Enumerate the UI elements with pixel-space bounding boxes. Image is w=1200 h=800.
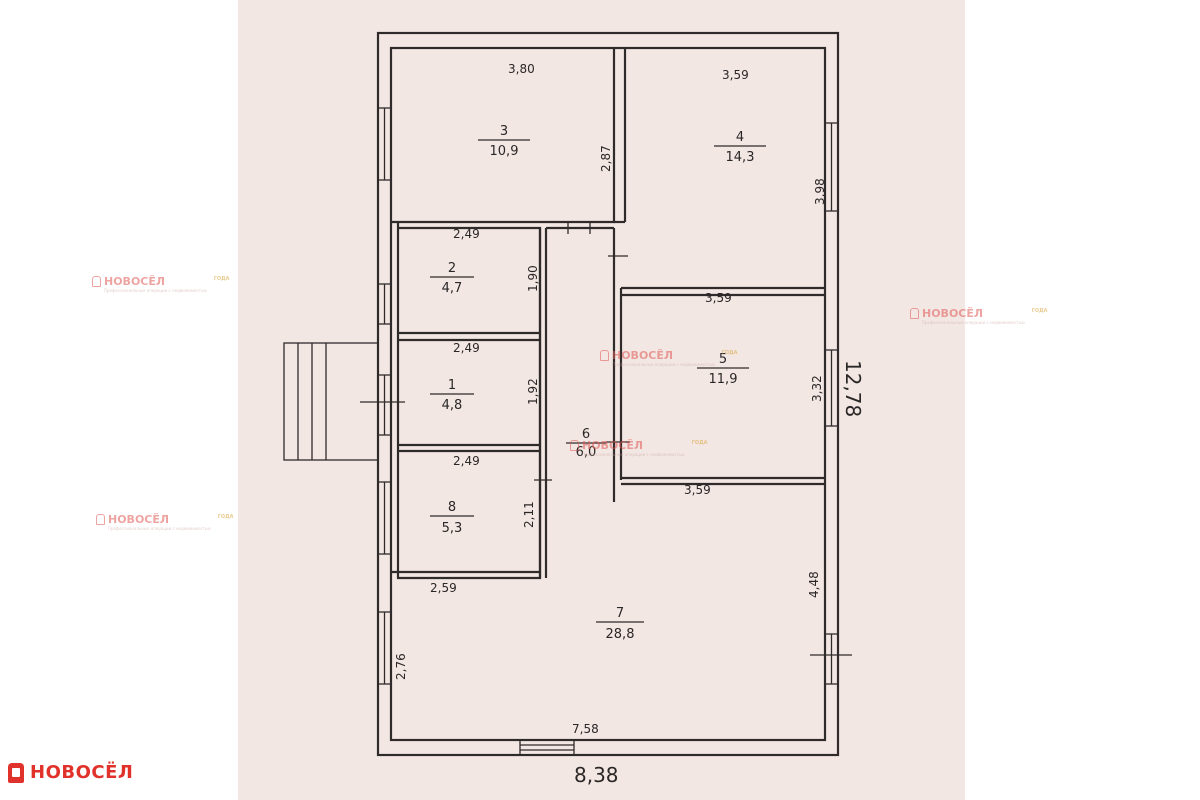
svg-text:4: 4 — [736, 130, 744, 145]
interior-walls — [391, 48, 825, 580]
svg-text:4,7: 4,7 — [442, 281, 463, 296]
dim-room7-width-top-right: 3,59 — [684, 483, 711, 497]
dim-room1-depth: 1,92 — [526, 378, 540, 405]
dim-room1-width: 2,49 — [453, 341, 480, 355]
house-icon — [910, 308, 919, 319]
svg-text:6: 6 — [582, 427, 590, 442]
room-6-label: 6 6,0 — [566, 427, 606, 460]
house-icon — [570, 440, 579, 451]
dim-room3-depth: 2,87 — [599, 145, 613, 172]
room-7-label: 7 28,8 — [596, 606, 644, 642]
room-3-label: 3 10,9 — [478, 124, 530, 159]
svg-text:5: 5 — [719, 352, 727, 367]
room-2-label: 2 4,7 — [430, 261, 474, 296]
dim-room7-width-top: 2,59 — [430, 581, 457, 595]
brand-house-icon — [8, 762, 24, 783]
svg-text:5,3: 5,3 — [442, 521, 463, 536]
svg-text:14,3: 14,3 — [726, 150, 755, 165]
dim-room5-depth: 3,32 — [810, 375, 824, 402]
left-windows — [377, 107, 392, 685]
house-icon — [96, 514, 105, 525]
svg-text:1: 1 — [448, 378, 456, 393]
brand-logo[interactable]: НОВОСЁЛ — [8, 762, 133, 783]
dim-overall-length: 12,78 — [841, 360, 865, 417]
svg-text:10,9: 10,9 — [490, 144, 519, 159]
room-5-label: 5 11,9 — [697, 352, 749, 387]
dim-room7-depth-right: 4,48 — [807, 571, 821, 598]
svg-text:7: 7 — [616, 606, 624, 621]
svg-text:28,8: 28,8 — [606, 627, 635, 642]
dim-room2-width: 2,49 — [453, 227, 480, 241]
dim-room5-width: 3,59 — [705, 291, 732, 305]
dim-room8-width: 2,49 — [453, 454, 480, 468]
dim-room4-width: 3,59 — [722, 68, 749, 82]
dim-room8-depth: 2,11 — [522, 501, 536, 528]
svg-text:6,0: 6,0 — [576, 445, 597, 460]
svg-text:2: 2 — [448, 261, 456, 276]
house-icon — [600, 350, 609, 361]
svg-text:8: 8 — [448, 500, 456, 515]
right-windows — [810, 122, 852, 685]
dim-room7-width-bottom: 7,58 — [572, 722, 599, 736]
dim-room4-depth: 3,98 — [813, 178, 827, 205]
room-4-label: 4 14,3 — [714, 130, 766, 165]
svg-text:4,8: 4,8 — [442, 398, 463, 413]
bottom-entrance — [519, 739, 575, 756]
plan-sheet — [238, 0, 965, 800]
dim-room2-depth: 1,90 — [526, 265, 540, 292]
room-1-label: 1 4,8 — [430, 378, 474, 413]
svg-text:11,9: 11,9 — [709, 372, 738, 387]
brand-name: НОВОСЁЛ — [30, 762, 134, 783]
house-icon — [92, 276, 101, 287]
dim-room3-width: 3,80 — [508, 62, 535, 76]
dim-overall-width: 8,38 — [574, 763, 619, 787]
dim-room7-depth-left: 2,76 — [394, 653, 408, 680]
room-8-label: 8 5,3 — [430, 500, 474, 536]
svg-text:3: 3 — [500, 124, 508, 139]
